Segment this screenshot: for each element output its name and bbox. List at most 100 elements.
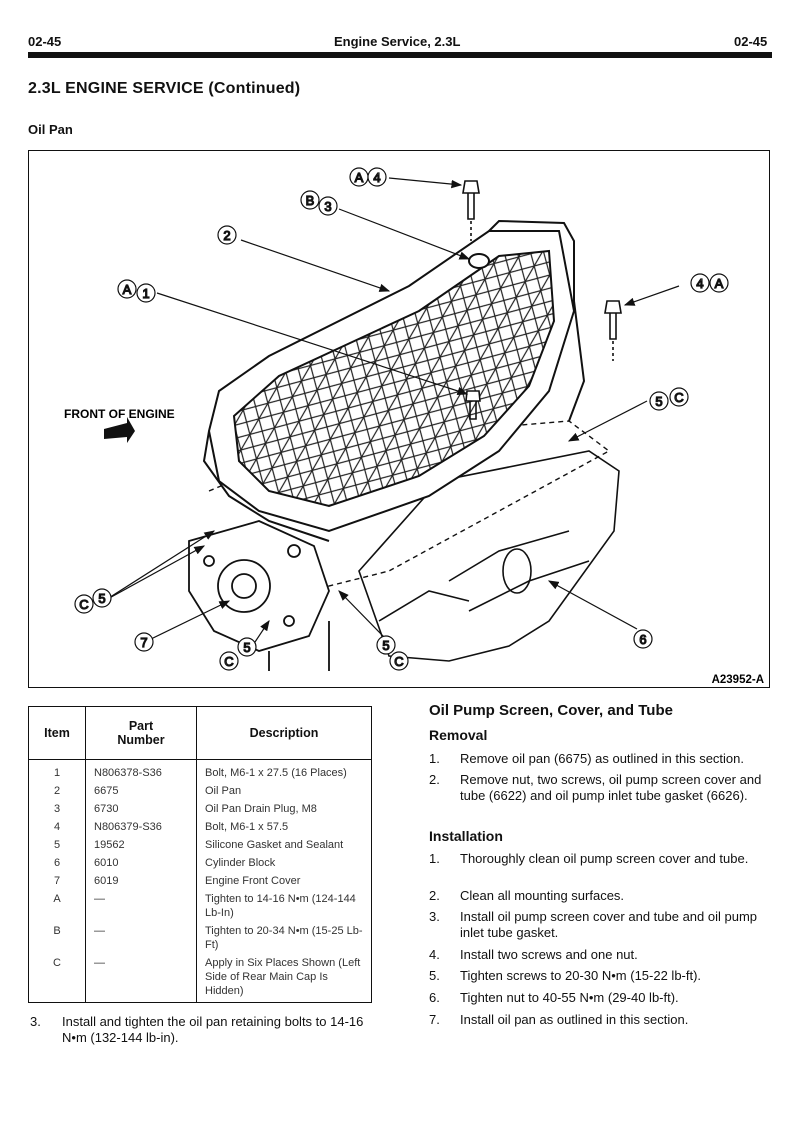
section-title: 2.3L ENGINE SERVICE (Continued) bbox=[28, 80, 301, 97]
row-desc: Bolt, M6-1 x 57.5 bbox=[205, 821, 289, 833]
installation-step: 1. Thoroughly clean oil pump screen cove… bbox=[429, 851, 774, 885]
subsection-title: Oil Pan bbox=[28, 122, 73, 137]
step-text: Remove nut, two screws, oil pump screen … bbox=[460, 772, 762, 803]
row-part: 6019 bbox=[85, 872, 197, 890]
row-desc: Cylinder Block bbox=[205, 857, 276, 869]
installation-step: 5. Tighten screws to 20-30 N•m (15-22 lb… bbox=[429, 968, 774, 986]
step-number: 1. bbox=[429, 751, 440, 766]
table-row: 5 19562 Silicone Gasket and Sealant bbox=[28, 836, 372, 854]
callout-4-top: 4 bbox=[373, 170, 380, 185]
callout-5-bottom-right: 5 bbox=[382, 638, 389, 653]
callout-6: 6 bbox=[639, 632, 646, 647]
installation-step: 7. Install oil pan as outlined in this s… bbox=[429, 1012, 774, 1030]
table-row: 4 N806379-S36 Bolt, M6-1 x 57.5 bbox=[28, 818, 372, 836]
oil-pan-figure: A 4 B 3 2 A 1 4 A 5 C C 5 7 5 C 5 C 6 FR… bbox=[28, 150, 770, 688]
step-number: 7. bbox=[429, 1012, 440, 1027]
table-row: 3 6730 Oil Pan Drain Plug, M8 bbox=[28, 800, 372, 818]
row-part: 6675 bbox=[85, 782, 197, 800]
step-text: Tighten nut to 40-55 N•m (29-40 lb-ft). bbox=[460, 990, 679, 1005]
callout-a-right-letter: A bbox=[715, 276, 724, 291]
row-item: A bbox=[28, 890, 86, 922]
figure-id: A23952-A bbox=[712, 674, 764, 686]
row-desc: Engine Front Cover bbox=[205, 875, 301, 887]
row-item: 5 bbox=[28, 836, 86, 854]
callout-c-bottom-left: C bbox=[224, 654, 233, 669]
row-part: — bbox=[85, 890, 197, 922]
step-number: 3. bbox=[429, 909, 440, 924]
running-title: Engine Service, 2.3L bbox=[334, 34, 461, 49]
row-part: — bbox=[85, 922, 197, 954]
step-number: 4. bbox=[429, 947, 440, 962]
table-row: A — Tighten to 14-16 N•m (124-144 Lb-In) bbox=[28, 890, 372, 922]
installation-heading: Installation bbox=[429, 828, 503, 844]
installation-step: 3. Install oil pump screen cover and tub… bbox=[429, 909, 774, 943]
col-header-part-number: Part Number bbox=[85, 706, 197, 760]
step-text: Install two screws and one nut. bbox=[460, 947, 638, 962]
row-desc: Apply in Six Places Shown (Left Side of … bbox=[196, 954, 372, 1003]
row-desc: Silicone Gasket and Sealant bbox=[205, 839, 344, 851]
callout-c-left: C bbox=[79, 597, 88, 612]
row-item: 4 bbox=[28, 818, 86, 836]
callout-c-right: C bbox=[674, 390, 683, 405]
removal-step: 1. Remove oil pan (6675) as outlined in … bbox=[429, 751, 774, 769]
front-of-engine-label: FRONT OF ENGINE bbox=[64, 407, 175, 421]
callout-5-right: 5 bbox=[655, 394, 662, 409]
step-number: 6. bbox=[429, 990, 440, 1005]
page-number-right: 02-45 bbox=[734, 34, 768, 49]
col-header-item: Item bbox=[28, 706, 86, 760]
left-step-3: 3. Install and tighten the oil pan retai… bbox=[30, 1014, 370, 1048]
row-desc: Oil Pan Drain Plug, M8 bbox=[205, 803, 317, 815]
step-number: 2. bbox=[429, 888, 440, 903]
step-number: 1. bbox=[429, 851, 440, 866]
step-text: Install and tighten the oil pan retainin… bbox=[62, 1014, 364, 1045]
step-text: Clean all mounting surfaces. bbox=[460, 888, 625, 903]
table-row: B — Tighten to 20-34 N•m (15-25 Lb-Ft) bbox=[28, 922, 372, 954]
step-text: Remove oil pan (6675) as outlined in thi… bbox=[460, 751, 744, 766]
row-item: C bbox=[28, 954, 86, 1003]
front-arrow-icon bbox=[104, 417, 135, 443]
row-desc: Tighten to 20-34 N•m (15-25 Lb-Ft) bbox=[205, 925, 363, 951]
table-row: 7 6019 Engine Front Cover bbox=[28, 872, 372, 890]
callout-5-bottom: 5 bbox=[243, 640, 250, 655]
installation-step: 2. Clean all mounting surfaces. bbox=[429, 888, 774, 906]
installation-step: 6. Tighten nut to 40-55 N•m (29-40 lb-ft… bbox=[429, 990, 774, 1008]
row-part: N806379-S36 bbox=[85, 818, 197, 836]
right-heading: Oil Pump Screen, Cover, and Tube bbox=[429, 702, 673, 719]
step-text: Tighten screws to 20-30 N•m (15-22 lb-ft… bbox=[460, 968, 702, 983]
step-number: 5. bbox=[429, 968, 440, 983]
row-part: N806378-S36 bbox=[85, 759, 197, 782]
row-item: 2 bbox=[28, 782, 86, 800]
row-desc: Oil Pan bbox=[205, 785, 242, 797]
bolt-item-4-top bbox=[462, 180, 480, 241]
callout-b-letter: B bbox=[306, 193, 315, 208]
row-item: B bbox=[28, 922, 86, 954]
removal-heading: Removal bbox=[429, 727, 488, 743]
callout-3: 3 bbox=[324, 199, 331, 214]
callout-c-bottom-right: C bbox=[394, 654, 403, 669]
callout-1: 1 bbox=[142, 286, 149, 301]
table-header-row: Item Part Number Description bbox=[28, 706, 372, 760]
row-item: 6 bbox=[28, 854, 86, 872]
step-text: Install oil pump screen cover and tube a… bbox=[460, 909, 758, 940]
table-row: 6 6010 Cylinder Block bbox=[28, 854, 372, 872]
callout-4-right: 4 bbox=[696, 276, 703, 291]
row-part: 6010 bbox=[85, 854, 197, 872]
callout-7: 7 bbox=[140, 635, 147, 650]
row-desc: Bolt, M6-1 x 27.5 (16 Places) bbox=[205, 767, 347, 779]
step-text: Thoroughly clean oil pump screen cover a… bbox=[460, 851, 749, 866]
row-part: 19562 bbox=[85, 836, 197, 854]
step-number: 2. bbox=[429, 772, 440, 787]
row-part: — bbox=[85, 954, 197, 1003]
installation-step: 4. Install two screws and one nut. bbox=[429, 947, 774, 965]
table-row: 1 N806378-S36 Bolt, M6-1 x 27.5 (16 Plac… bbox=[28, 759, 372, 782]
callout-2: 2 bbox=[223, 228, 230, 243]
callout-5-left: 5 bbox=[98, 591, 105, 606]
engine-front-cover bbox=[188, 520, 330, 671]
row-desc: Tighten to 14-16 N•m (124-144 Lb-In) bbox=[205, 893, 356, 919]
table-row: 2 6675 Oil Pan bbox=[28, 782, 372, 800]
oil-pan-illustration: A 4 B 3 2 A 1 4 A 5 C C 5 7 5 C 5 C 6 FR… bbox=[64, 167, 764, 686]
row-part: 6730 bbox=[85, 800, 197, 818]
removal-step: 2. Remove nut, two screws, oil pump scre… bbox=[429, 772, 774, 822]
table-row: C — Apply in Six Places Shown (Left Side… bbox=[28, 954, 372, 1003]
col-header-description: Description bbox=[196, 706, 372, 760]
